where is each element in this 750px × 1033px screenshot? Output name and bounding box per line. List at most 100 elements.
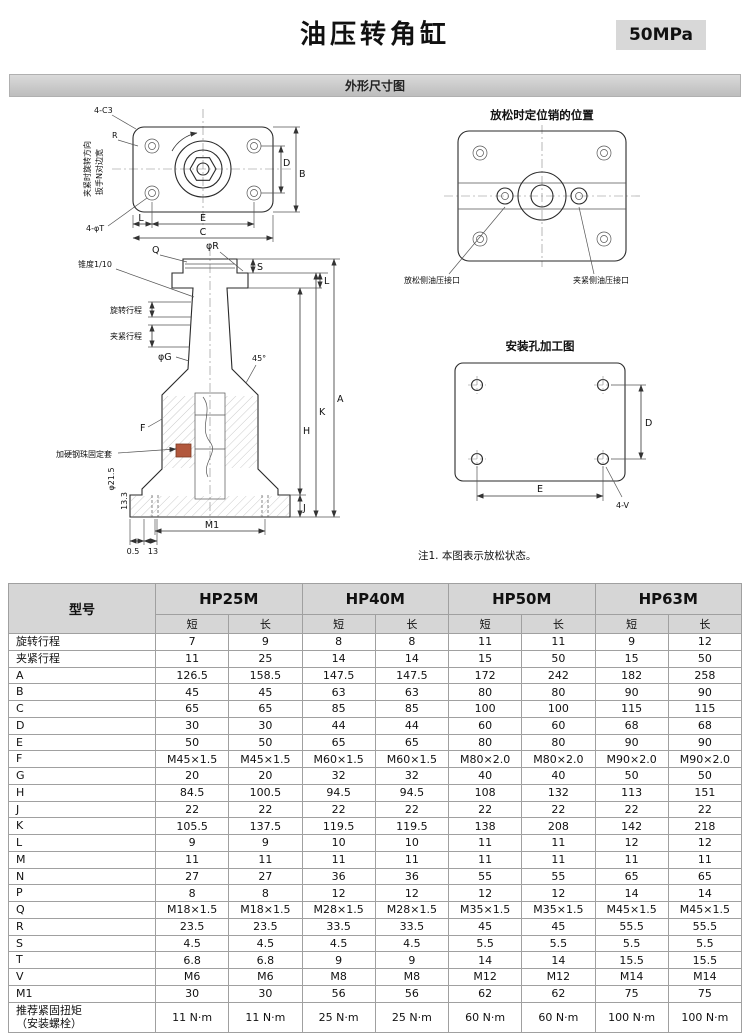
ball-retainer-sleeve (175, 443, 192, 458)
pressure-badge: 50MPa (615, 20, 706, 50)
cell-value: 15.5 (667, 951, 743, 969)
row-label: B (8, 683, 156, 701)
model-header-hp50m: HP50M (448, 583, 596, 615)
cell-value: 147.5 (301, 666, 376, 685)
row-label: V (8, 968, 156, 986)
mounting-view-title: 安装孔加工图 (506, 339, 575, 353)
cell-value: 50 (667, 649, 743, 668)
cell-value: M90×2.0 (667, 750, 743, 768)
cell-value: 11 (447, 850, 523, 869)
cell-value: 65 (228, 700, 303, 718)
side-label-ball-sleeve: 加硬钢珠固定套 (56, 449, 112, 459)
cell-value: 119.5 (374, 817, 450, 835)
cell-value: 11 N·m (154, 1001, 230, 1033)
variant-header: 短 (594, 614, 669, 634)
cell-value: 9 (594, 633, 669, 651)
cell-value: 10 (374, 834, 450, 852)
front-label-chamfer: 4-C3 (94, 106, 113, 115)
front-outer-boss (174, 140, 232, 198)
cell-value: 90 (594, 683, 669, 701)
cell-value: 8 (301, 633, 376, 651)
cell-value: M45×1.5 (667, 901, 743, 919)
cell-value: 10 (301, 834, 376, 852)
cell-value: 11 (594, 850, 669, 869)
cell-value: M80×2.0 (447, 750, 523, 768)
cell-value: 158.5 (228, 666, 303, 685)
cell-value: 9 (374, 951, 450, 969)
side-label-F: F (140, 423, 145, 434)
cell-value: 115 (667, 700, 743, 718)
cell-value: 22 (447, 800, 523, 819)
side-label-Q: Q (152, 245, 159, 256)
front-bolt-holes (144, 138, 262, 201)
cell-value: 32 (374, 767, 450, 785)
cell-value: 50 (667, 767, 743, 785)
helix-groove (202, 396, 213, 478)
side-dim-S: S (257, 262, 263, 273)
cell-value: 12 (667, 633, 743, 651)
cell-value: 100 (521, 700, 596, 718)
front-dim-E: E (200, 213, 206, 224)
front-view: 4-C3 R 4-φT 夹紧时旋转方向 扳手N对边宽 L E C D B (82, 106, 306, 242)
cell-value: 22 (154, 800, 230, 819)
model-header-hp63m: HP63M (594, 583, 742, 615)
side-label-13-3: 13.3 (120, 492, 129, 510)
row-label: D (8, 716, 156, 735)
row-label: J (8, 800, 156, 819)
row-label: A (8, 666, 156, 685)
cell-value: 56 (301, 984, 376, 1003)
cell-value: M14 (594, 968, 669, 986)
side-dim-0-5: 0.5 (127, 547, 140, 556)
cell-value: 11 (521, 633, 596, 651)
side-label-phiR: φR (206, 241, 219, 252)
cell-value: 27 (228, 867, 303, 886)
cell-value: 4.5 (301, 934, 376, 953)
cell-value: 68 (594, 716, 669, 735)
cell-value: 60 N·m (521, 1001, 596, 1033)
cell-value: 90 (594, 733, 669, 752)
cell-value: M14 (667, 968, 743, 986)
cell-value: 25 N·m (301, 1001, 376, 1033)
row-label: E (8, 733, 156, 752)
cell-value: 45 (521, 917, 596, 936)
cell-value: 30 (154, 716, 230, 735)
cell-value: 65 (301, 733, 376, 752)
cell-value: 62 (521, 984, 596, 1003)
cell-value: 218 (667, 817, 743, 835)
release-port-hole (496, 187, 514, 205)
row-label: M (8, 850, 156, 869)
cell-value: 15 (447, 649, 523, 668)
cell-value: 12 (667, 834, 743, 852)
row-label: N (8, 867, 156, 886)
cell-value: 30 (154, 984, 230, 1003)
cell-value: 6.8 (228, 951, 303, 969)
cell-value: 100.5 (228, 783, 303, 802)
row-label: Q (8, 901, 156, 919)
clamp-port-hole (570, 187, 588, 205)
cell-value: 11 (154, 850, 230, 869)
model-header-hp40m: HP40M (301, 583, 449, 615)
cell-value: 8 (374, 633, 450, 651)
cell-value: 65 (154, 700, 230, 718)
row-label: P (8, 884, 156, 902)
front-dim-C: C (200, 227, 207, 238)
side-label-angle: 45° (252, 354, 266, 363)
cell-value: 8 (154, 884, 230, 902)
cell-value: 4.5 (154, 934, 230, 953)
cell-value: 60 (521, 716, 596, 735)
front-dim-B: B (299, 169, 306, 180)
cell-value: 80 (521, 683, 596, 701)
cell-value: 80 (521, 733, 596, 752)
front-label-radius: R (112, 131, 118, 140)
cell-value: 14 (521, 951, 596, 969)
cell-value: 55 (521, 867, 596, 886)
cell-value: 20 (154, 767, 230, 785)
cell-value: 258 (667, 666, 743, 685)
